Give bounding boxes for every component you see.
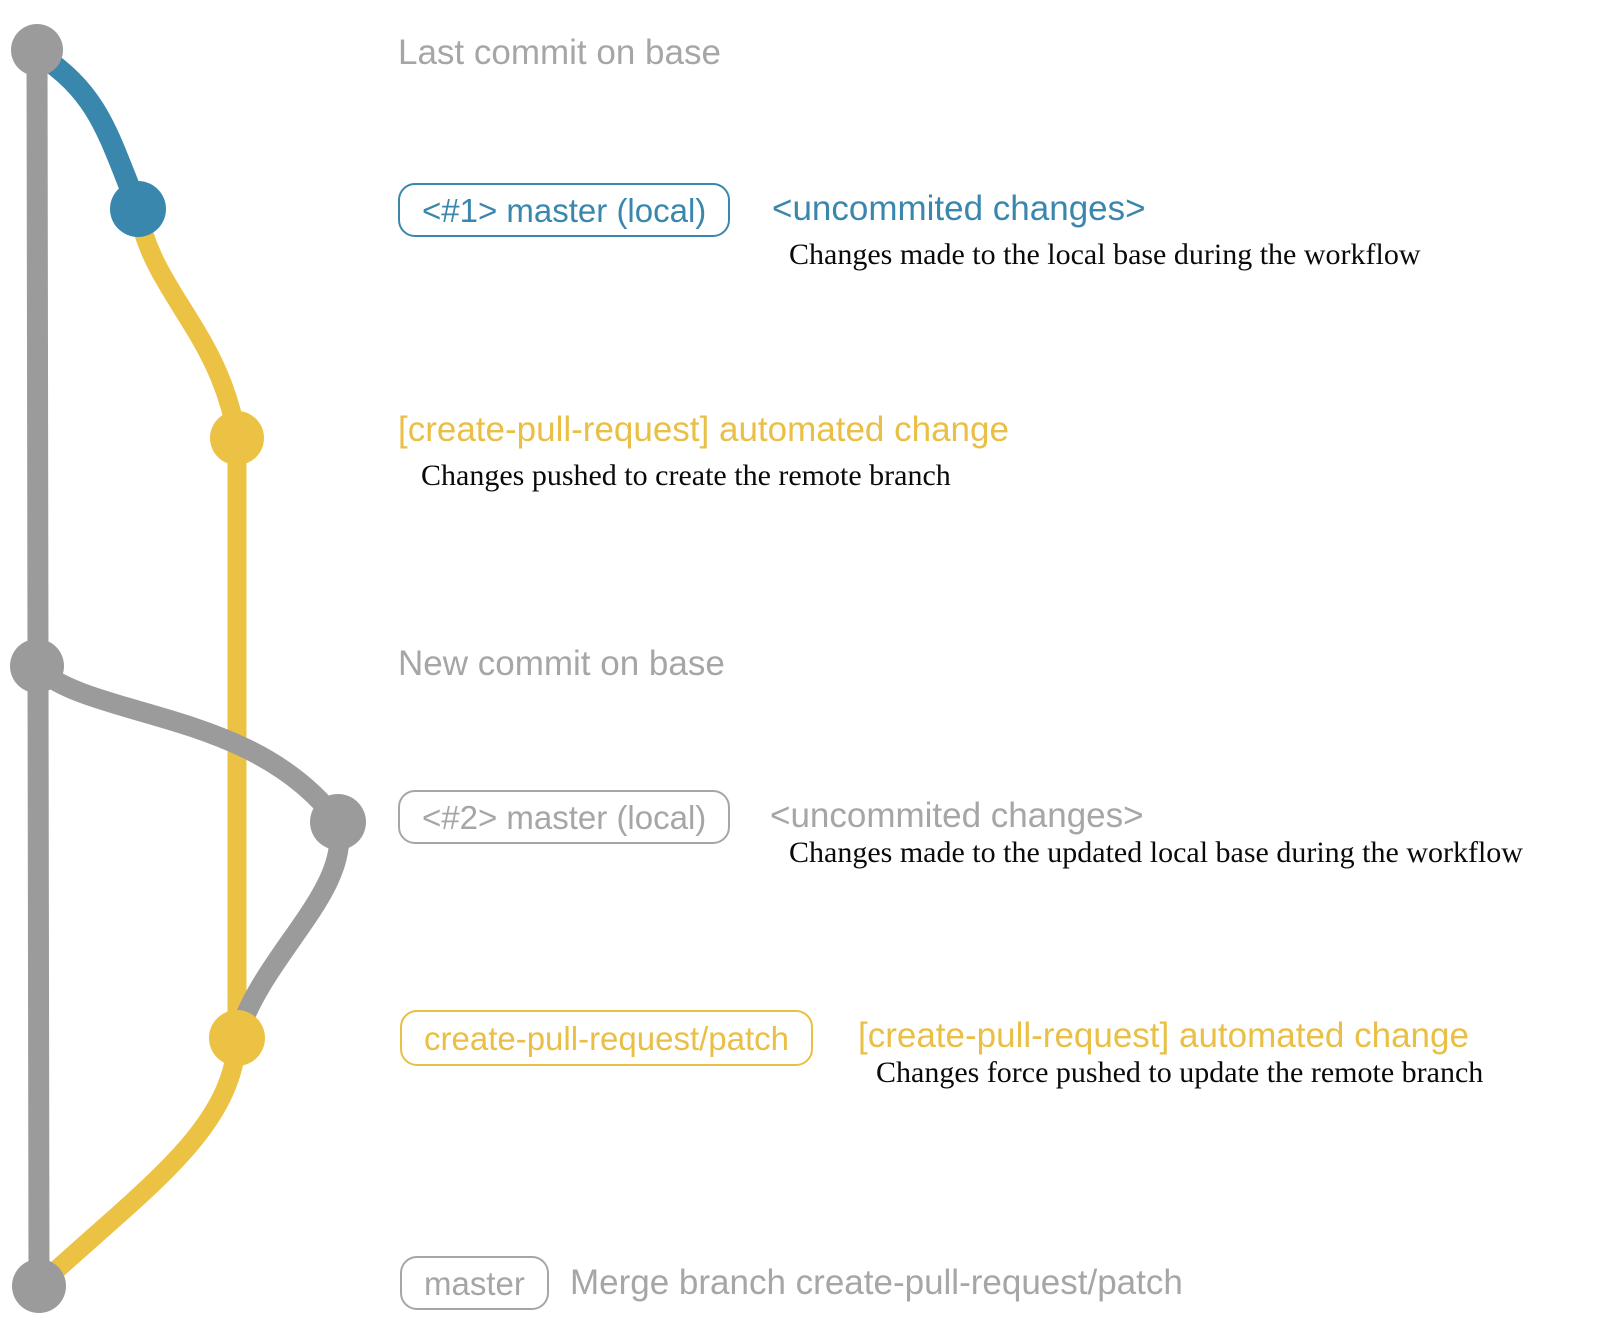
commit-dot-new-base: [10, 639, 64, 693]
label-merge-branch: Merge branch create-pull-request/patch: [570, 1263, 1183, 1302]
commit-dot-push-1: [210, 411, 264, 465]
commit-message-uncommited-changes-1: <uncommited changes>: [772, 189, 1146, 228]
branch-curve-merge: [31, 1030, 247, 1294]
commit-dot-local-1: [110, 181, 166, 237]
description-push-2: Changes force pushed to update the remot…: [876, 1056, 1484, 1089]
branch-badge-master-local-2: <#2> master (local): [398, 790, 731, 844]
commit-message-uncommited-changes-2: <uncommited changes>: [770, 796, 1144, 835]
description-local-changes-1: Changes made to the local base during th…: [789, 238, 1421, 271]
commit-dot-last-base: [11, 24, 63, 76]
branch-curve-local-2-in: [227, 812, 350, 1048]
branch-badge-master: master: [400, 1256, 549, 1310]
branch-curve-local-2-out: [27, 658, 348, 832]
description-local-changes-2: Changes made to the updated local base d…: [789, 836, 1523, 869]
label-last-commit-on-base: Last commit on base: [398, 33, 721, 72]
label-new-commit-on-base: New commit on base: [398, 644, 725, 683]
branch-curve-push-1: [128, 200, 247, 448]
commit-message-automated-change-2: [create-pull-request] automated change: [858, 1016, 1469, 1055]
description-push-1: Changes pushed to create the remote bran…: [421, 459, 951, 492]
commit-message-automated-change-1: [create-pull-request] automated change: [398, 410, 1009, 449]
commit-dot-local-2: [310, 794, 366, 850]
commit-dot-merge: [12, 1259, 66, 1313]
branch-curve-local-1: [29, 44, 149, 219]
branch-badge-master-local-1: <#1> master (local): [398, 183, 731, 237]
commit-dot-push-2: [209, 1010, 265, 1066]
branch-badge-create-pull-request-patch: create-pull-request/patch: [400, 1010, 814, 1066]
